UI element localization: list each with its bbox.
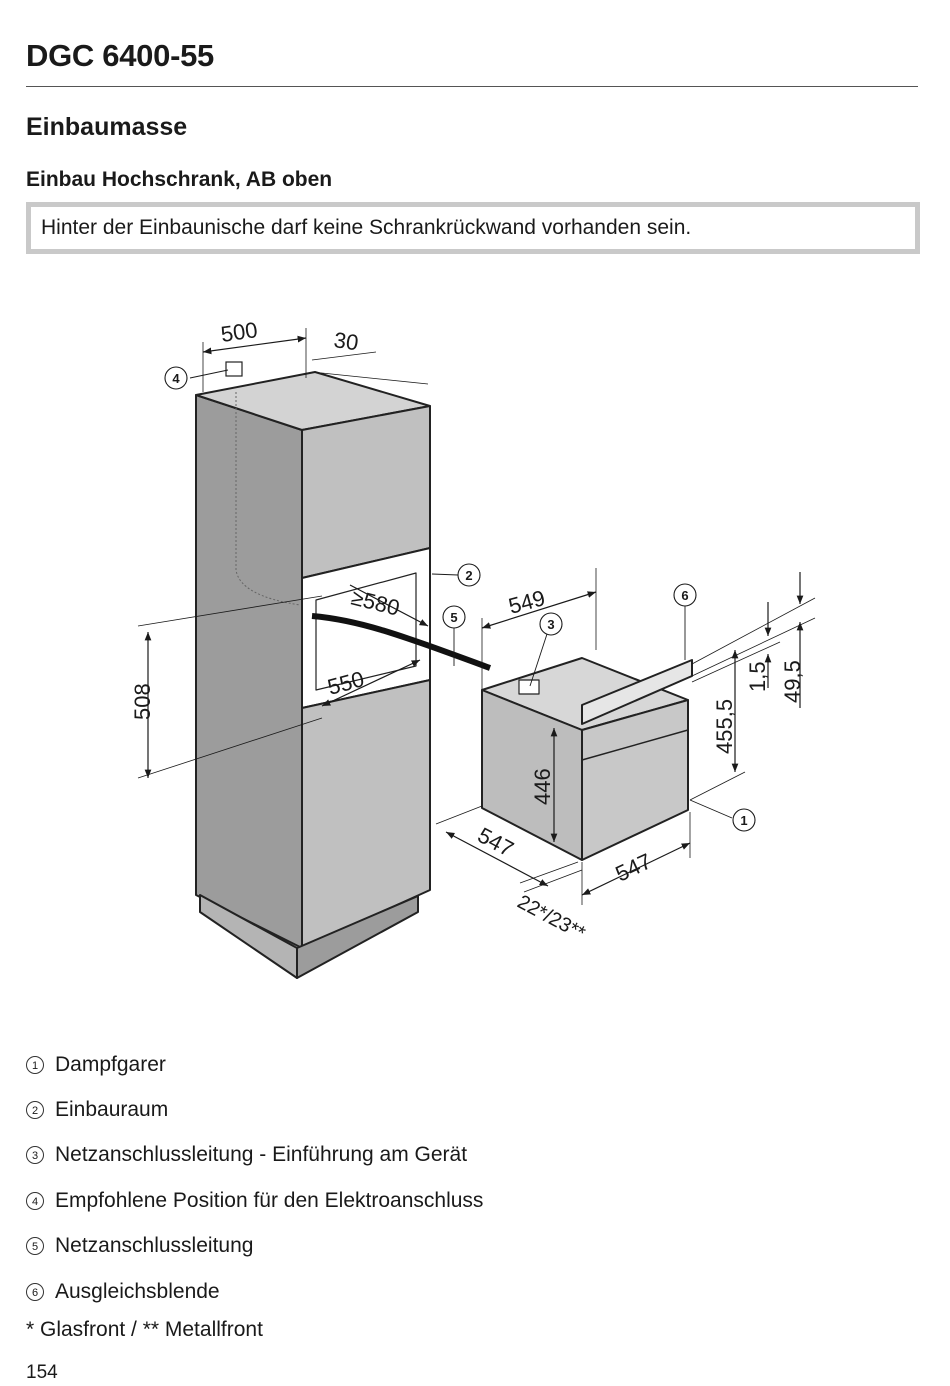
power-cable [311,613,492,671]
footnote: * Glasfront / ** Metallfront [26,1318,263,1341]
dim-500: 500 [219,317,259,347]
dim-547-front: 547 [612,848,656,886]
callout-3: 3 [547,617,554,632]
dim-49-5: 49,5 [780,660,805,703]
dim-455-5: 455,5 [712,699,737,754]
legend-number: 6 [26,1282,44,1301]
model-title: DGC 6400-55 [26,38,214,73]
legend-item: 1 Dampfgarer [26,1042,483,1087]
legend-item: 4 Empfohlene Position für den Elektroansc… [26,1178,483,1223]
tall-cabinet [195,371,431,979]
legend-item: 3 Netzanschlussleitung - Einführung am Ge… [26,1133,483,1178]
hidden-cable-path [235,392,301,606]
steam-oven [481,657,693,861]
legend-label: Ausgleichsblende [55,1279,220,1303]
legend-label: Einbauraum [55,1098,169,1122]
note-text: Hinter der Einbaunische darf keine Schra… [41,216,692,239]
legend-item: 5 Netzanschlussleitung [26,1224,483,1269]
dim-549: 549 [506,585,548,619]
legend-label: Dampfgarer [55,1052,166,1076]
subsection-title: Einbau Hochschrank, AB oben [26,168,333,191]
callout-leaders [189,369,733,819]
note-box: Hinter der Einbaunische darf keine Schra… [26,202,920,254]
legend-item: 2 Einbauraum [26,1087,483,1132]
installation-drawing: 4 2 3 5 6 1 500 30 ≥580 549 550 508 446 … [130,317,816,979]
callout-2: 2 [465,568,472,583]
power-socket [225,361,243,377]
dim-30: 30 [332,327,360,355]
callout-4: 4 [172,371,180,386]
header-divider [26,86,918,87]
callout-circles [164,366,756,832]
dim-446: 446 [530,768,555,805]
legend-item: 6 Ausgleichsblende [26,1269,483,1314]
page-number: 154 [26,1362,58,1383]
legend-number: 4 [26,1191,44,1210]
legend-label: Netzanschlussleitung - Einführung am Ger… [55,1143,468,1167]
legend-number: 5 [26,1237,44,1256]
dim-508: 508 [130,683,155,720]
callout-1: 1 [740,813,747,828]
legend-number: 3 [26,1146,44,1165]
legend-label: Empfohlene Position für den Elektroansch… [55,1188,484,1212]
dim-1-5: 1,5 [745,661,770,692]
callout-6: 6 [681,588,688,603]
legend-label: Netzanschlussleitung [55,1234,254,1258]
dimension-lines [137,328,816,905]
legend-number: 2 [26,1101,44,1120]
callout-5: 5 [450,610,457,625]
legend-number: 1 [26,1055,44,1074]
dim-547-side: 547 [474,822,518,861]
section-title: Einbaumasse [26,113,188,141]
callout-numbers: 4 2 3 5 6 1 [172,371,747,828]
dim-22-23: 22*/23** [514,891,589,945]
